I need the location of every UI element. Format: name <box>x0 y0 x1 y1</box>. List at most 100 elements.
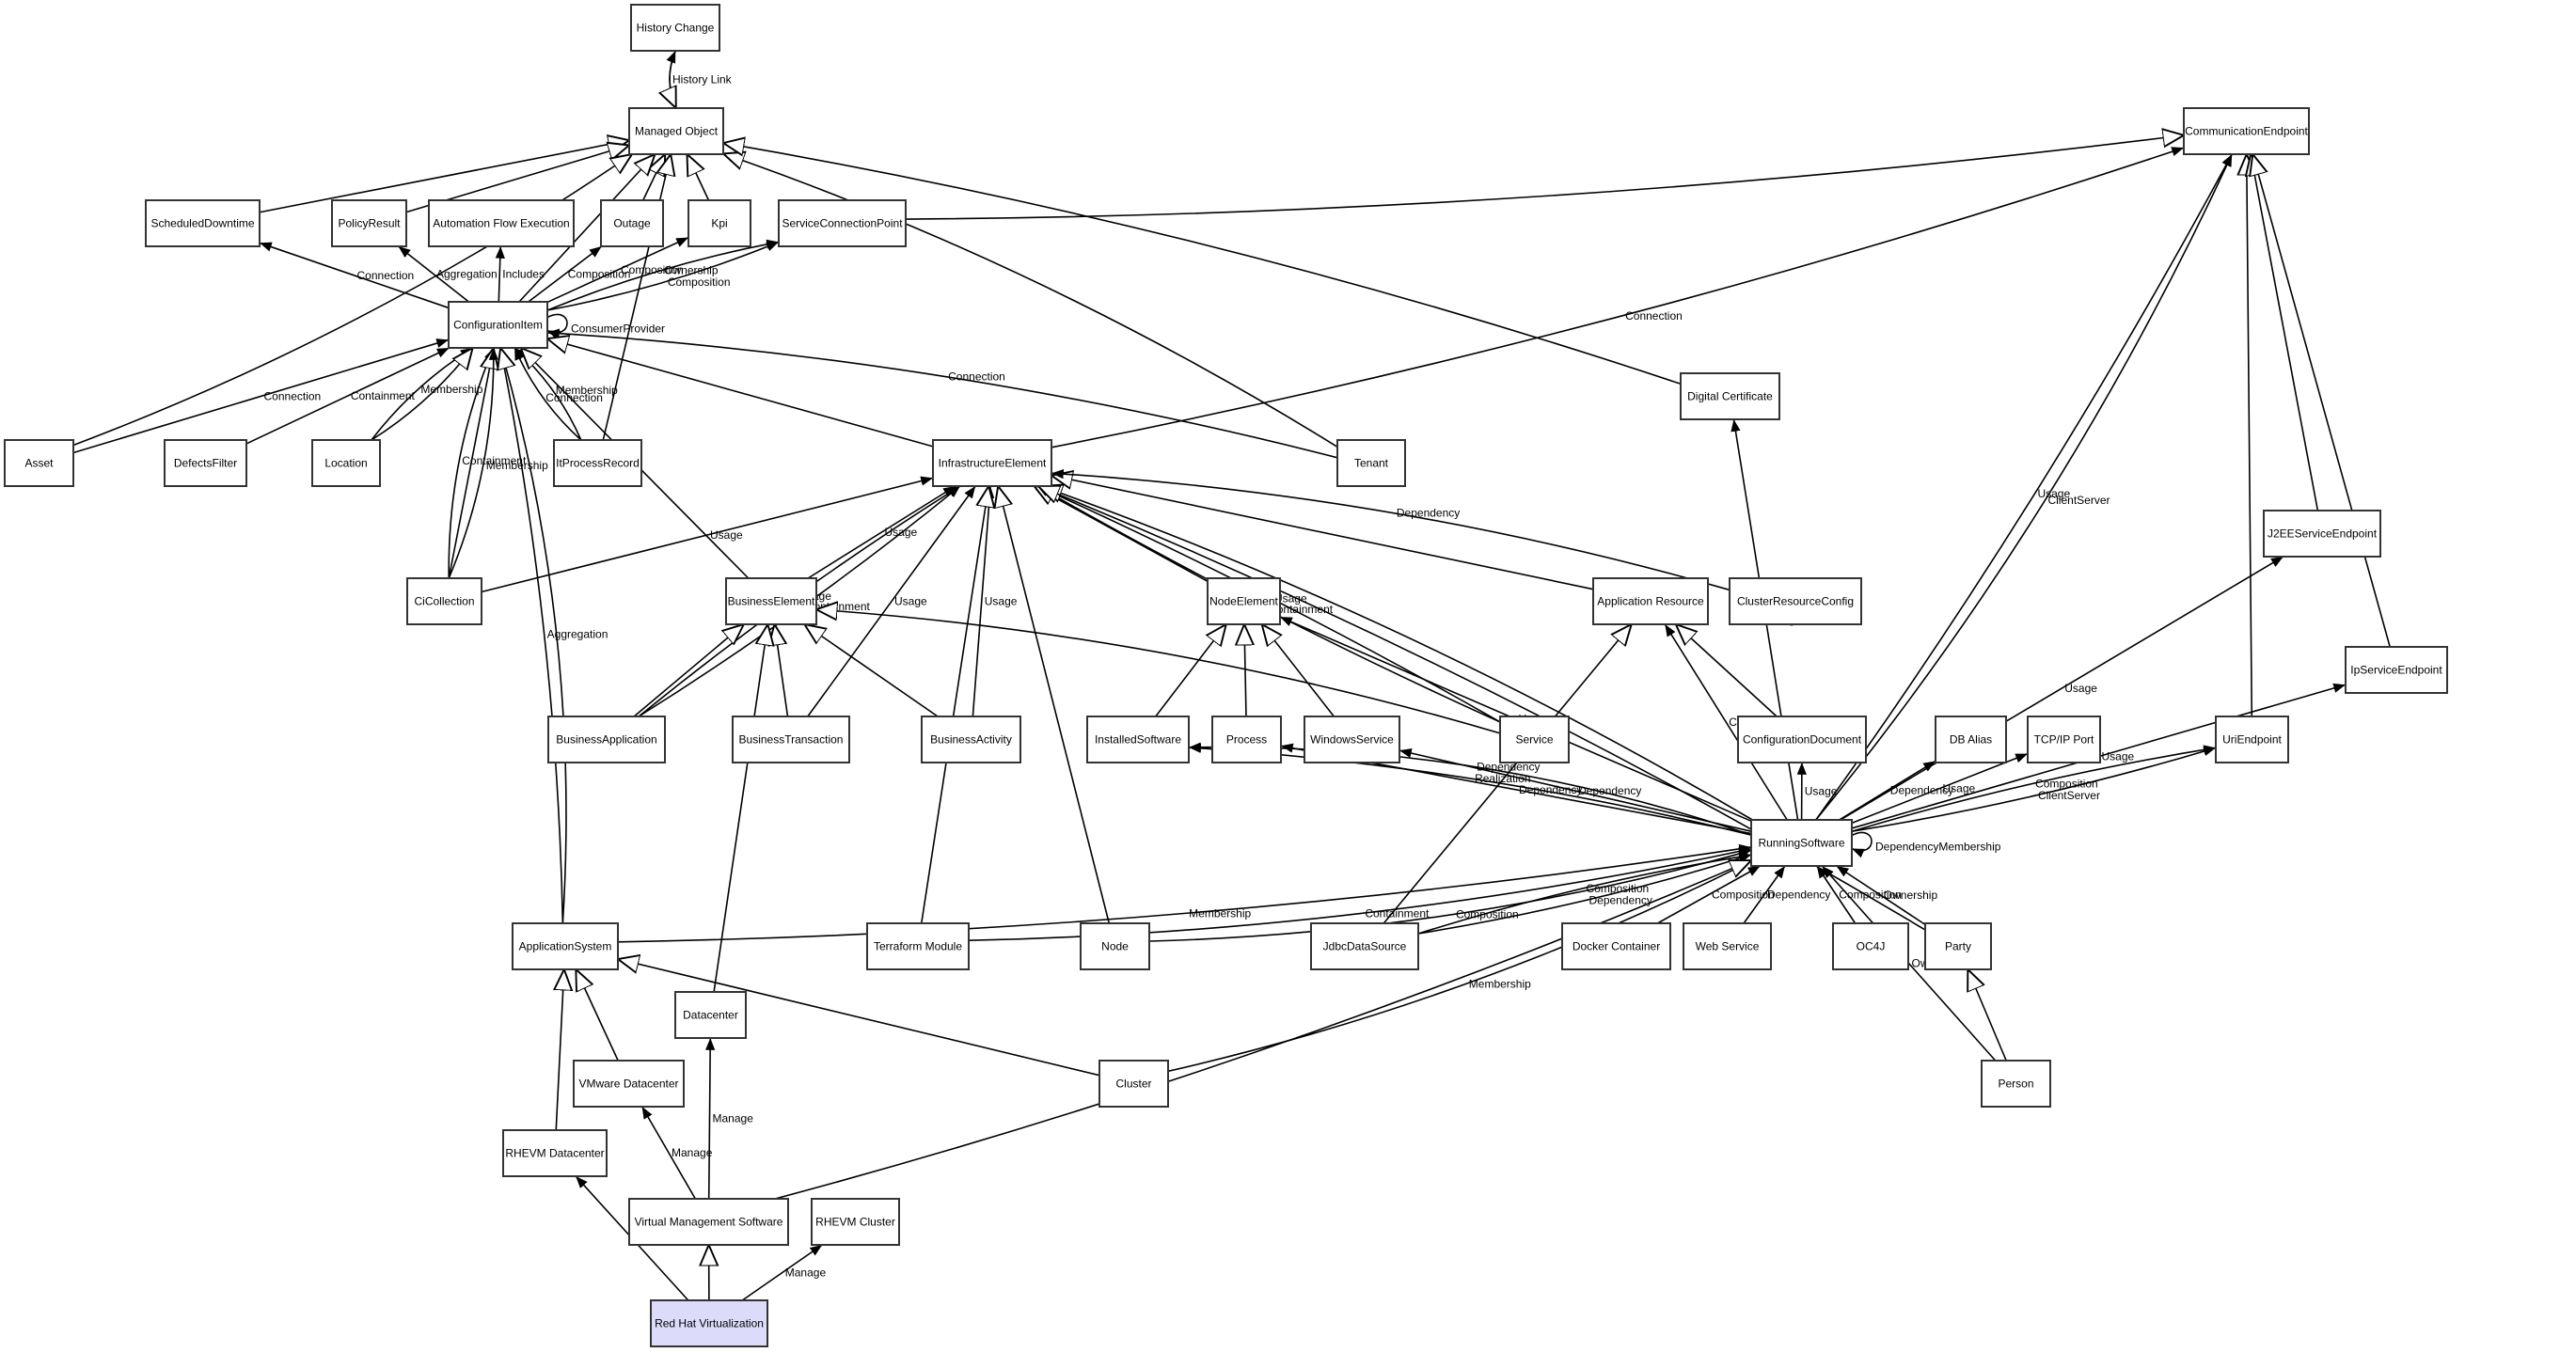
class-node-rhevm-datacenter[interactable]: RHEVM Datacenter <box>502 1129 608 1177</box>
class-node-history-change[interactable]: History Change <box>630 4 720 52</box>
class-node-process[interactable]: Process <box>1211 716 1282 763</box>
class-node-service-connection-point[interactable]: ServiceConnectionPoint <box>778 199 907 247</box>
edge-process-to-node-element[interactable] <box>1244 624 1246 717</box>
edge-running-software-to-communication-endpoint[interactable]: ClientServer <box>1815 153 2233 821</box>
edge-history-change-to-managed-object[interactable] <box>670 50 676 108</box>
edge-configuration-item-to-automation-flow-execution[interactable]: Includes <box>495 245 545 303</box>
edge-ci-collection-to-configuration-item[interactable] <box>448 348 494 579</box>
edge-docker-container-to-running-software[interactable]: Composition <box>1656 865 1775 924</box>
edge-scheduled-downtime-to-managed-object[interactable] <box>259 140 629 213</box>
edge-virtual-management-software-to-vmware-datacenter[interactable]: Manage <box>640 1106 713 1200</box>
edge-business-application-to-business-element[interactable] <box>633 624 744 717</box>
edge-service-to-business-element[interactable] <box>816 609 1501 734</box>
class-node-location[interactable]: Location <box>311 439 381 487</box>
class-node-policy-result[interactable]: PolicyResult <box>331 199 407 247</box>
class-node-oc4j[interactable]: OC4J <box>1832 922 1909 970</box>
edge-jdbc-data-source-to-running-software[interactable]: Composition <box>1417 852 1752 935</box>
class-node-communication-endpoint[interactable]: CommunicationEndpoint <box>2183 107 2310 155</box>
class-node-automation-flow-execution[interactable]: Automation Flow Execution <box>428 199 575 247</box>
edge-application-system-to-configuration-item[interactable] <box>500 348 567 924</box>
edge-running-software-to-tcpip-port[interactable]: Usage <box>1851 752 2029 825</box>
class-node-tenant[interactable]: Tenant <box>1336 439 1406 487</box>
edge-terraform-module-to-infrastructure-element[interactable] <box>920 486 988 924</box>
class-node-asset[interactable]: Asset <box>4 439 74 487</box>
edge-j2ee-service-endpoint-to-communication-endpoint[interactable] <box>2251 154 2319 511</box>
edge-location-to-configuration-item[interactable] <box>371 348 473 441</box>
class-node-jdbc-data-source[interactable]: JdbcDataSource <box>1310 922 1419 970</box>
class-node-digital-certificate[interactable]: Digital Certificate <box>1680 372 1780 420</box>
class-node-business-element[interactable]: BusinessElement <box>725 577 817 625</box>
class-node-datacenter[interactable]: Datacenter <box>674 991 747 1039</box>
edge-datacenter-to-business-element[interactable] <box>713 624 767 993</box>
edge-virtual-management-software-to-running-software[interactable] <box>774 860 1751 1200</box>
class-node-person[interactable]: Person <box>1981 1060 2051 1108</box>
edge-tenant-to-managed-object[interactable] <box>723 153 1338 448</box>
edge-business-element-to-infrastructure-element[interactable]: Usage <box>807 485 956 579</box>
class-node-application-resource[interactable]: Application Resource <box>1592 577 1709 625</box>
edge-configuration-document-to-application-resource[interactable] <box>1676 624 1778 717</box>
edge-kpi-to-managed-object[interactable] <box>687 154 710 201</box>
edge-configuration-item-to-kpi[interactable]: Composition <box>546 236 689 304</box>
class-node-service[interactable]: Service <box>1499 716 1570 763</box>
edge-running-software-to-windows-service[interactable]: Dependency <box>1399 748 1752 832</box>
class-node-defects-filter[interactable]: DefectsFilter <box>164 439 247 487</box>
edge-running-software-to-configuration-document[interactable]: Usage <box>1796 762 1838 821</box>
edge-infrastructure-element-to-configuration-item[interactable] <box>547 338 934 448</box>
edge-jdbc-data-source-to-application-resource[interactable] <box>1383 624 1631 924</box>
edge-it-process-record-to-managed-object[interactable] <box>602 154 671 441</box>
edge-digital-certificate-to-managed-object[interactable] <box>723 143 1682 385</box>
class-node-ci-collection[interactable]: CiCollection <box>406 577 482 625</box>
edge-uri-endpoint-to-communication-endpoint[interactable] <box>2247 154 2252 717</box>
class-node-application-system[interactable]: ApplicationSystem <box>512 922 619 970</box>
edge-configuration-item-to-service-connection-point[interactable]: Composition <box>546 241 780 311</box>
class-node-business-transaction[interactable]: BusinessTransaction <box>732 716 850 763</box>
edge-application-resource-to-infrastructure-element[interactable] <box>1051 476 1594 590</box>
edge-cluster-resource-config-to-infrastructure-element[interactable]: Dependency <box>1051 469 1731 591</box>
class-node-ip-service-endpoint[interactable]: IpServiceEndpoint <box>2345 646 2448 694</box>
edge-rhevm-datacenter-to-application-system[interactable] <box>556 969 564 1131</box>
class-node-scheduled-downtime[interactable]: ScheduledDowntime <box>145 199 261 247</box>
edge-ci-collection-to-infrastructure-element[interactable]: Usage <box>481 476 934 593</box>
class-node-j2ee-service-endpoint[interactable]: J2EEServiceEndpoint <box>2263 510 2381 558</box>
class-node-kpi[interactable]: Kpi <box>687 199 751 247</box>
class-node-infrastructure-element[interactable]: InfrastructureElement <box>932 439 1052 487</box>
edge-ci-collection-to-configuration-item[interactable]: Containment <box>448 347 527 579</box>
class-node-red-hat-virtualization[interactable]: Red Hat Virtualization <box>650 1299 768 1347</box>
edge-service-connection-point-to-communication-endpoint[interactable] <box>905 135 2184 220</box>
edge-configuration-item-to-scheduled-downtime[interactable]: Connection <box>259 242 450 309</box>
class-node-cluster[interactable]: Cluster <box>1098 1060 1169 1108</box>
edge-configuration-item-to-managed-object[interactable] <box>518 154 655 303</box>
class-node-running-software[interactable]: RunningSoftware <box>1750 819 1853 867</box>
class-node-web-service[interactable]: Web Service <box>1683 922 1772 970</box>
class-node-docker-container[interactable]: Docker Container <box>1561 922 1671 970</box>
edge-managed-object-to-history-change[interactable]: History Link <box>666 50 733 109</box>
edge-windows-service-to-node-element[interactable] <box>1262 624 1335 717</box>
class-node-business-application[interactable]: BusinessApplication <box>547 716 666 763</box>
edge-vmware-datacenter-to-application-system[interactable] <box>576 969 619 1062</box>
class-node-cluster-resource-config[interactable]: ClusterResourceConfig <box>1729 577 1862 625</box>
class-node-party[interactable]: Party <box>1924 922 1992 970</box>
edge-web-service-to-running-software[interactable]: Dependency <box>1743 865 1830 924</box>
edge-running-software-to-communication-endpoint[interactable]: Usage <box>1815 153 2233 821</box>
edge-red-hat-virtualization-to-rhevm-cluster[interactable]: Manage <box>741 1244 826 1301</box>
edge-business-transaction-to-business-element[interactable] <box>775 624 789 717</box>
edge-cluster-to-running-software[interactable]: Membership <box>1167 860 1752 1073</box>
edge-running-software-to-running-software[interactable]: DependencyMembership <box>1851 831 2001 858</box>
edge-node-to-infrastructure-element[interactable] <box>998 486 1111 924</box>
edge-jdbc-data-source-to-running-software[interactable]: Dependency <box>1417 854 1752 935</box>
edge-party-to-running-software[interactable]: Ownership <box>1836 865 1938 926</box>
class-node-managed-object[interactable]: Managed Object <box>628 107 724 155</box>
edge-virtual-management-software-to-datacenter[interactable]: Manage <box>705 1037 753 1200</box>
class-node-it-process-record[interactable]: ItProcessRecord <box>553 439 642 487</box>
class-node-configuration-document[interactable]: ConfigurationDocument <box>1737 716 1867 763</box>
class-node-outage[interactable]: Outage <box>600 199 664 247</box>
edge-cluster-to-application-system[interactable] <box>618 959 1100 1077</box>
class-node-db-alias[interactable]: DB Alias <box>1935 716 2007 763</box>
class-node-node[interactable]: Node <box>1080 922 1150 970</box>
edge-configuration-item-to-service-connection-point[interactable]: Ownership <box>546 239 780 311</box>
class-node-rhevm-cluster[interactable]: RHEVM Cluster <box>811 1198 900 1246</box>
class-node-installed-software[interactable]: InstalledSoftware <box>1086 716 1190 763</box>
edge-infrastructure-element-to-communication-endpoint[interactable]: Connection <box>1051 147 2185 448</box>
class-node-virtual-management-software[interactable]: Virtual Management Software <box>628 1198 789 1246</box>
class-node-business-activity[interactable]: BusinessActivity <box>921 716 1021 763</box>
